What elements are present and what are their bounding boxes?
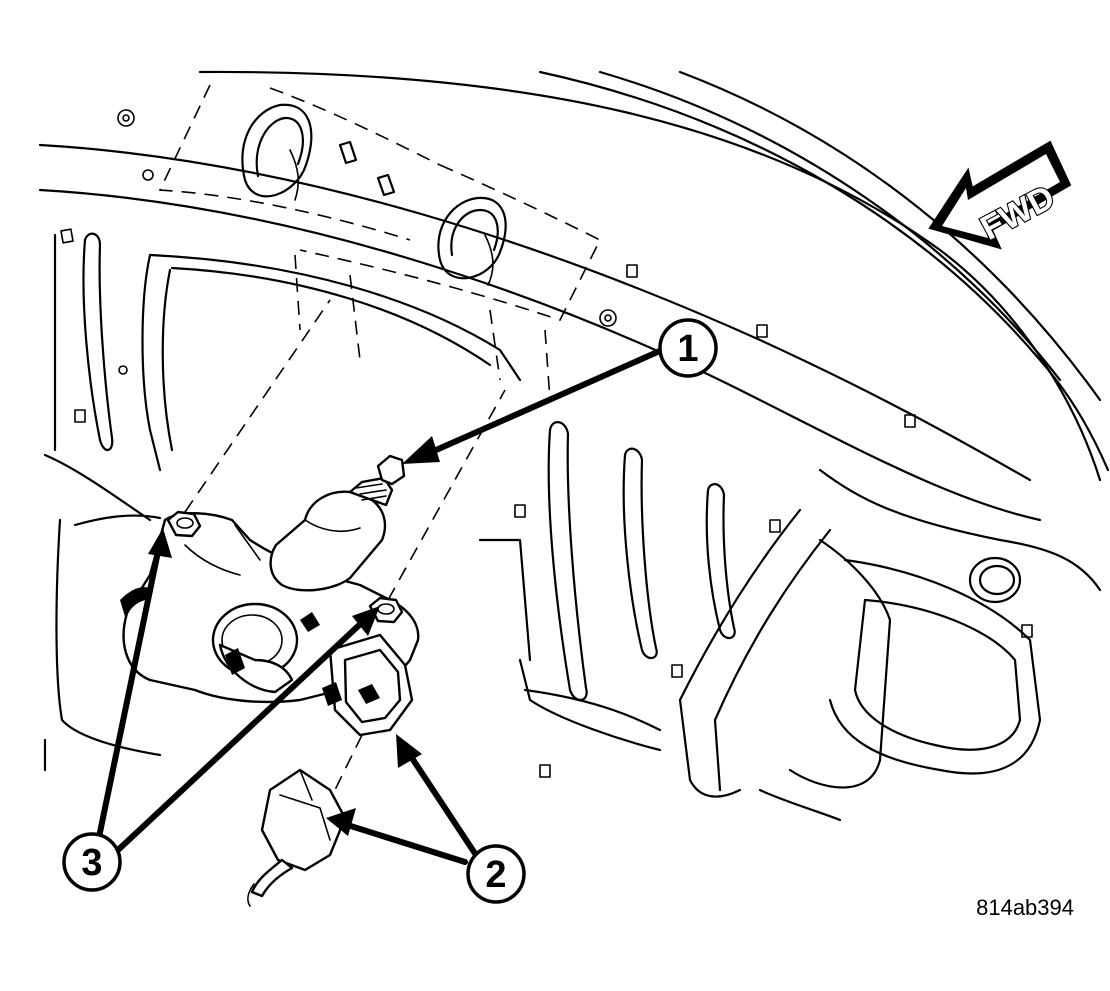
electrical-connector-icon xyxy=(247,768,347,907)
figure-id: 814ab394 xyxy=(976,895,1074,920)
alignment-lines xyxy=(184,299,506,801)
callout-2-number: 2 xyxy=(485,854,506,896)
callout-3-number: 3 xyxy=(81,842,102,884)
callout-1: 1 xyxy=(658,318,718,378)
callout-3: 3 xyxy=(62,832,122,892)
callout-leaders xyxy=(95,347,665,865)
callout-2: 2 xyxy=(466,844,526,904)
actuator-motor-icon xyxy=(120,454,420,737)
callout-1-number: 1 xyxy=(677,328,698,370)
forward-arrow-icon: FWD xyxy=(928,140,1072,250)
body-panel xyxy=(38,70,1110,822)
